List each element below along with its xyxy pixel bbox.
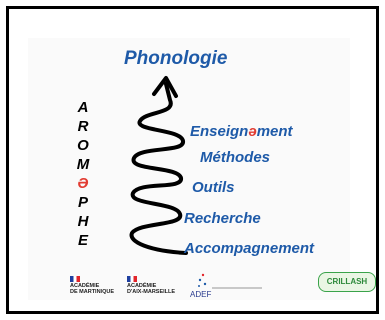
vertical-letter: A: [77, 99, 89, 116]
vertical-letter: R: [77, 118, 89, 135]
logo-adef: ADEF: [190, 290, 212, 299]
vertical-letter: O: [77, 137, 89, 154]
vertical-letter: P: [77, 194, 88, 211]
vertical-letter: M: [76, 156, 90, 173]
vertical-letter-accent: Ə: [77, 175, 89, 192]
step-outils: Outils: [192, 179, 235, 196]
step-accompagnement: Accompagnement: [184, 240, 315, 257]
french-flag-icon: [127, 276, 137, 282]
poster-title: Phonologie: [124, 48, 228, 69]
step-methodes: Méthodes: [200, 149, 271, 166]
step-enseignement: Enseignəment: [190, 123, 293, 140]
logo-crillash: CRILLASH: [318, 272, 376, 292]
french-flag-icon: [70, 276, 80, 282]
poster-canvas: [28, 38, 350, 300]
step-recherche: Recherche: [184, 210, 261, 227]
vertical-letter: E: [77, 232, 88, 249]
vertical-letter: H: [77, 213, 89, 230]
